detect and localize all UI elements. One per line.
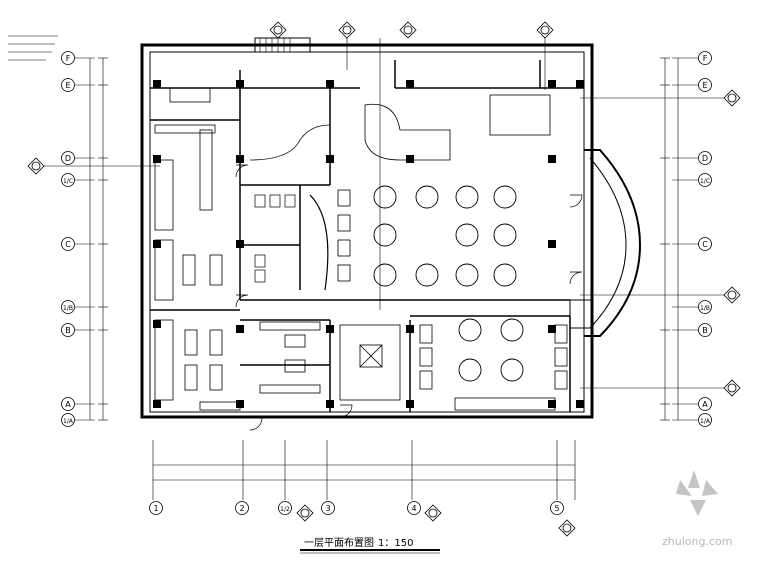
svg-text:C: C (65, 240, 71, 249)
column-axis-5: 5 (550, 501, 564, 515)
svg-text:1/B: 1/B (63, 305, 73, 312)
right-dimension-chain (660, 57, 679, 421)
column-axis-3: 3 (321, 501, 335, 515)
booth-seating (259, 189, 568, 411)
svg-text:A: A (702, 400, 708, 409)
svg-text:1/A: 1/A (63, 418, 74, 425)
row-axis-labels-left: F E D 1/C C 1/B B A 1/A (61, 51, 95, 427)
svg-text:D: D (65, 154, 71, 163)
svg-text:A: A (65, 400, 71, 409)
svg-text:1/C: 1/C (63, 178, 73, 185)
svg-text:C: C (702, 240, 708, 249)
row-axis-left-C: C (61, 237, 75, 251)
column-axis-4: 4 (407, 501, 421, 515)
row-axis-right-1-A: 1/A (698, 413, 712, 427)
row-axis-right-B: B (698, 323, 712, 337)
svg-text:4: 4 (411, 504, 416, 513)
kitchen-equipment (154, 87, 241, 411)
row-axis-right-C: C (698, 237, 712, 251)
svg-text:5: 5 (554, 504, 559, 513)
column-axis-1-2: 1/2 (278, 501, 292, 515)
row-axis-left-D: D (61, 151, 75, 165)
section-cut-lines (44, 38, 724, 389)
watermark-logo (676, 470, 718, 516)
building-outline (140, 37, 642, 419)
svg-text:1/B: 1/B (700, 305, 710, 312)
row-axis-right-E: E (698, 78, 712, 92)
drawing-title: 一层平面布置图 (304, 537, 374, 549)
interior-walls (150, 60, 584, 412)
svg-text:2: 2 (239, 504, 244, 513)
legend-notes (8, 35, 58, 61)
restrooms (254, 194, 329, 291)
row-axis-left-B: B (61, 323, 75, 337)
row-axis-left-E: E (61, 78, 75, 92)
svg-text:1: 1 (153, 504, 158, 513)
row-axis-right-1-C: 1/C (698, 173, 712, 187)
svg-text:1/A: 1/A (700, 418, 711, 425)
left-dimension-chain (89, 57, 108, 421)
svg-text:D: D (702, 154, 708, 163)
svg-text:E: E (702, 81, 707, 90)
svg-text:F: F (703, 54, 708, 63)
section-index-markers (27, 21, 741, 537)
row-axis-left-1-C: 1/C (61, 173, 75, 187)
row-axis-left-1-A: 1/A (61, 413, 75, 427)
bottom-dimension-chain (152, 440, 576, 500)
column-axis-1: 1 (149, 501, 163, 515)
row-axis-right-F: F (698, 51, 712, 65)
dining-tables-lower (458, 318, 524, 382)
drawing-scale: 1：150 (378, 538, 413, 549)
row-axis-right-A: A (698, 397, 712, 411)
watermark-text: zhulong.com (662, 535, 732, 548)
door-swings (235, 164, 583, 431)
row-axis-labels-right: F E D 1/C C 1/B B A 1/A (672, 51, 712, 427)
stairs (249, 94, 551, 401)
svg-text:B: B (702, 326, 708, 335)
column-axis-labels: 1 2 1/2 3 4 5 (149, 501, 564, 515)
row-axis-left-F: F (61, 51, 75, 65)
dining-tables-upper (373, 185, 517, 287)
structural-columns (153, 80, 584, 408)
svg-text:1/C: 1/C (700, 178, 710, 185)
row-axis-left-1-B: 1/B (61, 300, 75, 314)
row-axis-left-A: A (61, 397, 75, 411)
svg-text:B: B (65, 326, 71, 335)
svg-text:1/2: 1/2 (280, 506, 290, 513)
row-axis-right-1-B: 1/B (698, 300, 712, 314)
svg-text:E: E (65, 81, 70, 90)
column-axis-2: 2 (235, 501, 249, 515)
row-axis-right-D: D (698, 151, 712, 165)
svg-text:3: 3 (325, 504, 330, 513)
svg-text:F: F (66, 54, 71, 63)
